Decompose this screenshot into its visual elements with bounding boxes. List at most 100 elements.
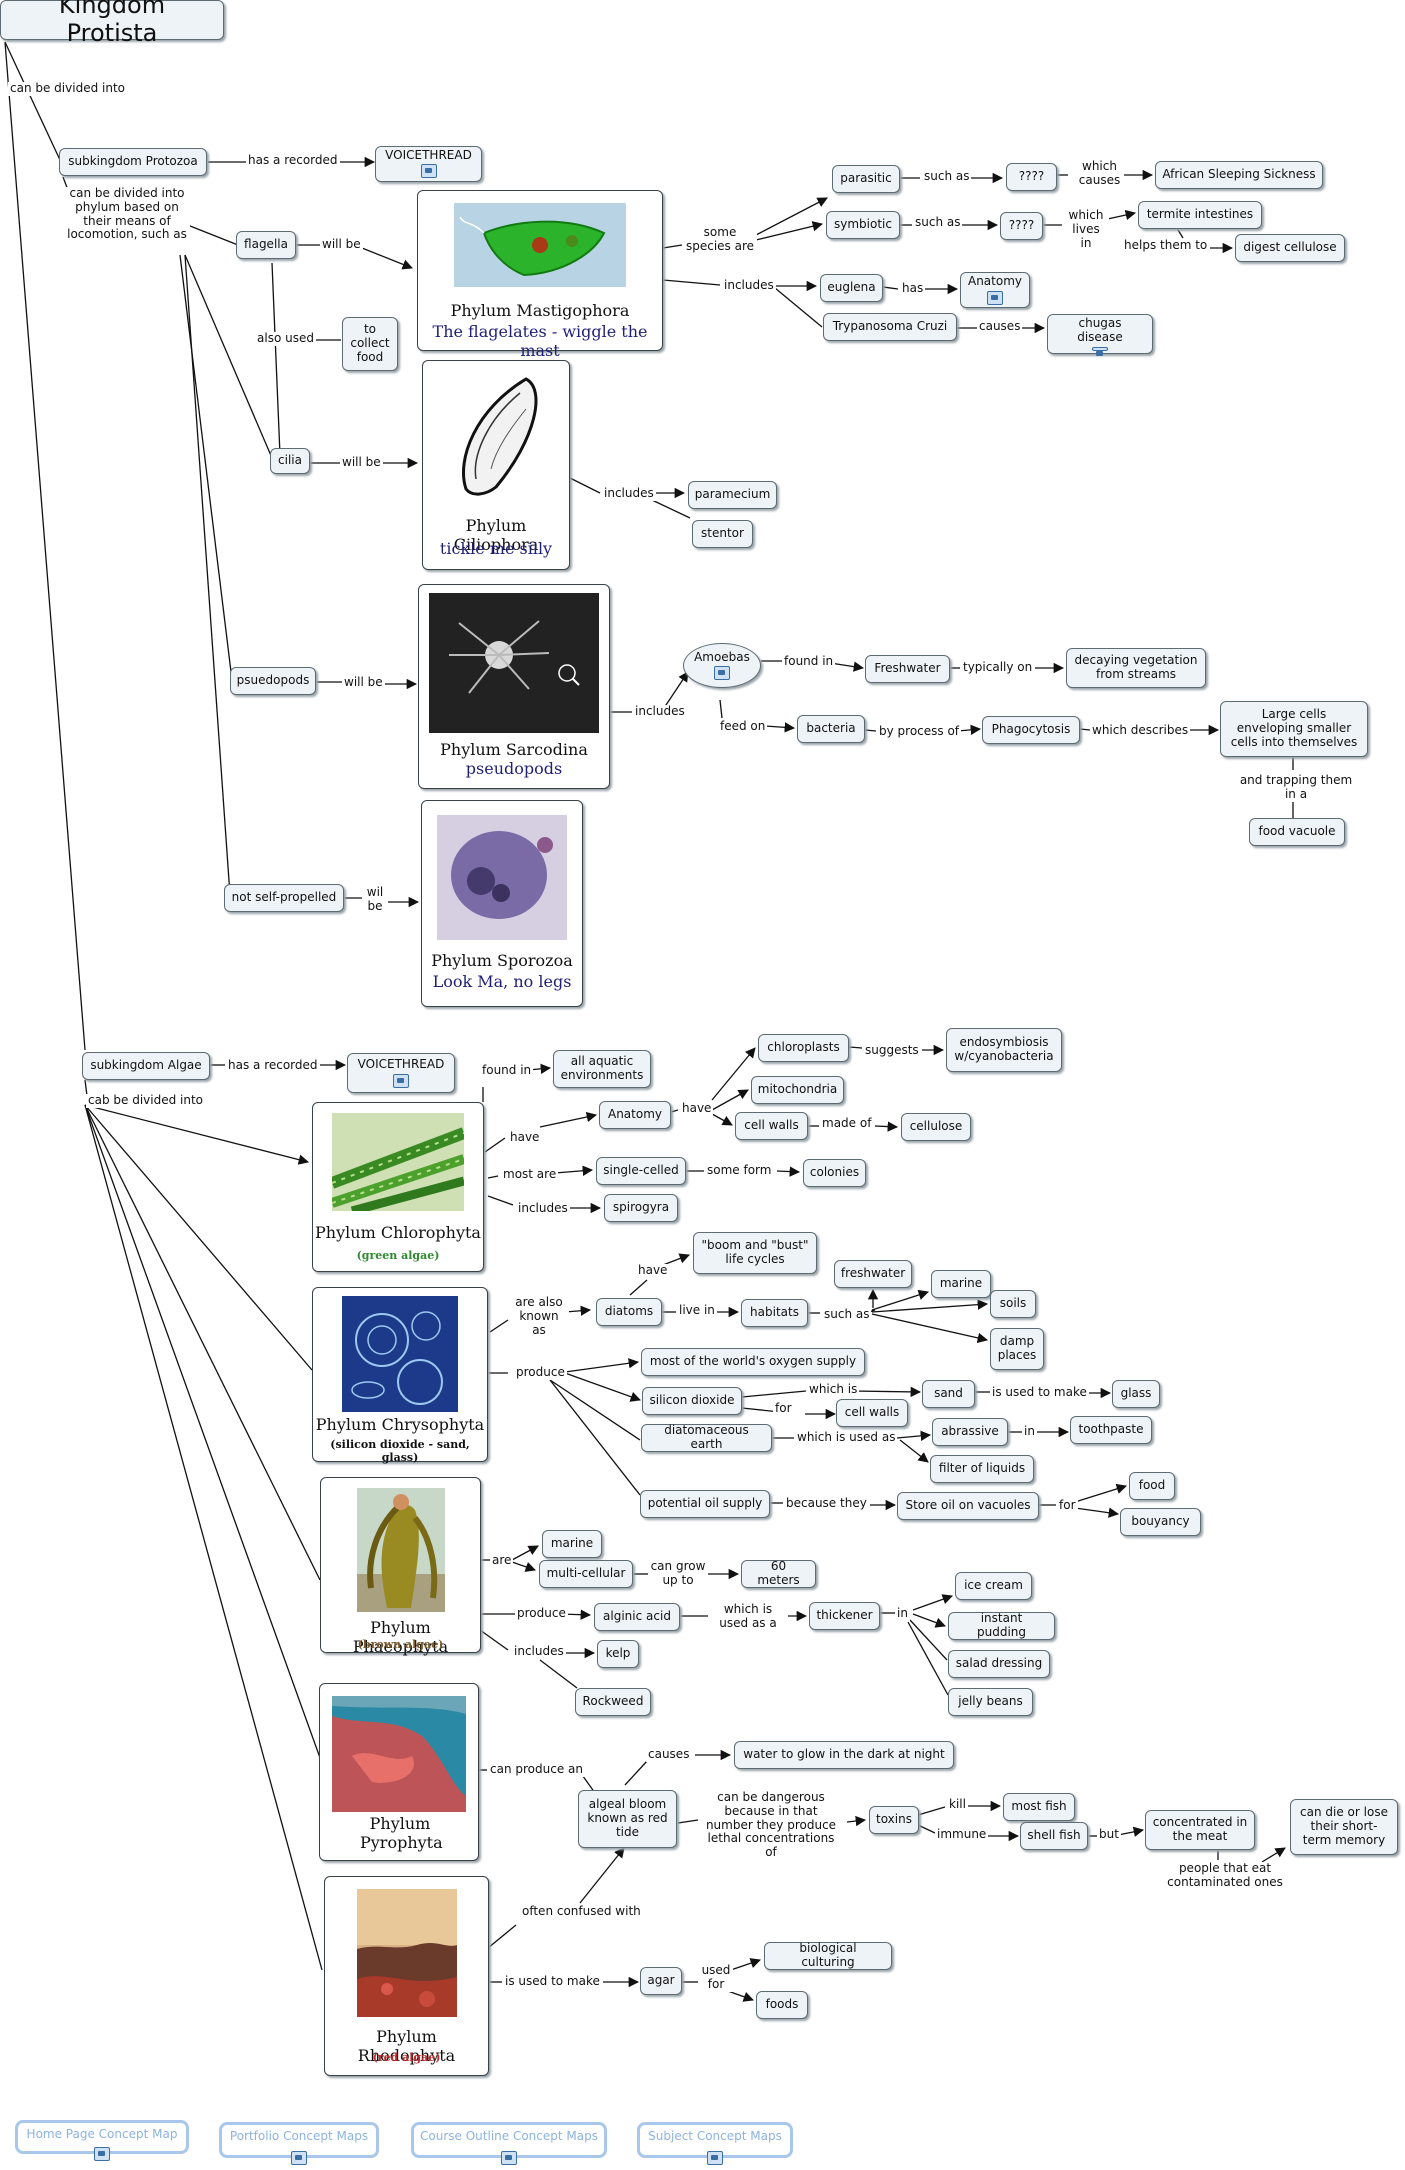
nav-course-outline-concept-maps[interactable]: Course Outline Concept Maps	[411, 2122, 607, 2165]
node-voicethread-2[interactable]: VOICETHREAD	[347, 1053, 455, 1093]
phylum-phaeophyta-card[interactable]: Phylum Phaeophyta (brown algae)	[320, 1477, 481, 1656]
node-anatomy-2[interactable]: Anatomy	[599, 1101, 671, 1129]
phylum-chlorophyta-card[interactable]: Phylum Chlorophyta (green algae)	[312, 1102, 484, 1272]
node-shell-fish[interactable]: shell fish	[1020, 1822, 1088, 1850]
phylum-ciliophora-card[interactable]: Phylum Ciliophora tickle me silly	[422, 360, 570, 570]
phylum-rhodophyta-card[interactable]: Phylum Rhodophyta (red algae)	[324, 1876, 489, 2076]
node-biological-culturing[interactable]: biological culturing	[764, 1941, 892, 1970]
node-rockweed[interactable]: Rockweed	[575, 1688, 651, 1716]
resource-icon[interactable]	[714, 666, 730, 681]
node-euglena[interactable]: euglena	[820, 274, 883, 302]
node-mitochondria[interactable]: mitochondria	[751, 1076, 844, 1104]
node-freshwater-2[interactable]: freshwater	[834, 1260, 912, 1288]
node-subkingdom-algae[interactable]: subkingdom Algae	[82, 1052, 210, 1080]
node-voicethread-1[interactable]: VOICETHREAD	[375, 146, 482, 182]
node-unknown-2[interactable]: ????	[1000, 212, 1043, 240]
node-parasitic[interactable]: parasitic	[832, 165, 900, 193]
node-bouyancy[interactable]: bouyancy	[1120, 1508, 1201, 1536]
node-most-fish[interactable]: most fish	[1003, 1793, 1075, 1821]
node-colonies[interactable]: colonies	[803, 1159, 866, 1187]
node-marine-2[interactable]: marine	[542, 1530, 602, 1558]
node-single-celled[interactable]: single-celled	[596, 1157, 686, 1185]
node-food-1[interactable]: food	[1129, 1472, 1175, 1500]
node-glass[interactable]: glass	[1112, 1380, 1160, 1408]
phylum-pyrophyta-card[interactable]: Phylum Pyrophyta	[319, 1683, 479, 1861]
node-to-collect-food[interactable]: to collect food	[342, 317, 398, 371]
concept-map-icon[interactable]	[291, 2151, 307, 2165]
node-store-oil[interactable]: Store oil on vacuoles	[897, 1492, 1039, 1520]
node-foods[interactable]: foods	[756, 1991, 808, 2019]
node-oxygen-supply[interactable]: most of the world's oxygen supply	[641, 1348, 865, 1376]
node-filter-liquids[interactable]: filter of liquids	[930, 1455, 1034, 1483]
phylum-sarcodina-card[interactable]: Phylum Sarcodina pseudopods	[418, 584, 610, 789]
node-african-sleeping-sickness[interactable]: African Sleeping Sickness	[1155, 161, 1323, 189]
node-termite-intestines[interactable]: termite intestines	[1138, 201, 1262, 229]
node-not-self-propelled[interactable]: not self-propelled	[224, 884, 344, 912]
node-potential-oil[interactable]: potential oil supply	[640, 1490, 770, 1518]
node-can-die[interactable]: can die or lose their short-term memory	[1290, 1799, 1398, 1855]
node-stentor[interactable]: stentor	[692, 520, 753, 548]
node-silicon-dioxide[interactable]: silicon dioxide	[642, 1387, 742, 1415]
phylum-chrysophyta-card[interactable]: Phylum Chrysophyta (silicon dioxide - sa…	[312, 1287, 488, 1464]
node-thickener[interactable]: thickener	[809, 1602, 880, 1630]
node-diatomaceous-earth[interactable]: diatomaceous earth	[641, 1423, 772, 1452]
node-toothpaste[interactable]: toothpaste	[1070, 1416, 1152, 1444]
node-alginic-acid[interactable]: alginic acid	[594, 1603, 680, 1631]
node-water-glow[interactable]: water to glow in the dark at night	[734, 1741, 954, 1769]
resource-icon[interactable]	[1092, 346, 1108, 357]
node-large-cells[interactable]: Large cells enveloping smaller cells int…	[1220, 701, 1368, 757]
node-cell-walls-1[interactable]: cell walls	[735, 1112, 808, 1140]
concept-map-icon[interactable]	[94, 2147, 110, 2161]
node-60-meters[interactable]: 60 meters	[741, 1559, 816, 1588]
node-toxins[interactable]: toxins	[869, 1806, 919, 1834]
node-unknown-1[interactable]: ????	[1006, 163, 1057, 191]
node-marine-1[interactable]: marine	[931, 1270, 991, 1298]
node-cilia[interactable]: cilia	[270, 448, 310, 474]
node-subkingdom-protozoa[interactable]: subkingdom Protozoa	[59, 148, 207, 176]
node-multi-cellular[interactable]: multi-cellular	[539, 1560, 633, 1588]
node-symbiotic[interactable]: symbiotic	[826, 211, 900, 239]
node-abrassive[interactable]: abrassive	[932, 1418, 1008, 1446]
node-chugas-disease[interactable]: chugas disease	[1047, 314, 1153, 357]
node-boom-bust[interactable]: "boom and "bust" life cycles	[693, 1232, 817, 1274]
node-concentrated[interactable]: concentrated in the meat	[1145, 1810, 1255, 1850]
node-soils[interactable]: soils	[990, 1290, 1036, 1318]
node-instant-pudding[interactable]: instant pudding	[948, 1611, 1055, 1640]
node-food-vacuole[interactable]: food vacuole	[1249, 818, 1345, 846]
node-decaying-vegetation[interactable]: decaying vegetation from streams	[1066, 648, 1206, 688]
node-digest-cellulose[interactable]: digest cellulose	[1235, 234, 1345, 262]
node-flagella[interactable]: flagella	[236, 231, 296, 259]
node-jelly-beans[interactable]: jelly beans	[948, 1688, 1033, 1716]
node-cell-walls-2[interactable]: cell walls	[836, 1399, 908, 1427]
node-anatomy-1[interactable]: Anatomy	[960, 272, 1030, 308]
node-paramecium[interactable]: paramecium	[688, 481, 777, 509]
node-chloroplasts[interactable]: chloroplasts	[758, 1034, 849, 1062]
node-kelp[interactable]: kelp	[597, 1640, 639, 1668]
node-cellulose[interactable]: cellulose	[901, 1113, 971, 1141]
node-damp-places[interactable]: damp places	[990, 1328, 1044, 1370]
node-trypanosoma-cruzi[interactable]: Trypanosoma Cruzi	[823, 313, 957, 341]
phylum-mastigophora-card[interactable]: Phylum Mastigophora The flagelates - wig…	[417, 190, 663, 360]
node-algeal-bloom[interactable]: algeal bloom known as red tide	[578, 1790, 677, 1848]
node-diatoms[interactable]: diatoms	[596, 1298, 662, 1326]
node-sand[interactable]: sand	[922, 1380, 975, 1408]
node-all-aquatic[interactable]: all aquatic environments	[553, 1050, 651, 1088]
resource-icon[interactable]	[393, 1073, 409, 1088]
node-freshwater-1[interactable]: Freshwater	[865, 655, 950, 683]
concept-map-icon[interactable]	[501, 2151, 517, 2165]
nav-portfolio-concept-maps[interactable]: Portfolio Concept Maps	[219, 2122, 379, 2165]
node-agar[interactable]: agar	[640, 1967, 682, 1995]
nav-home-page-concept-map[interactable]: Home Page Concept Map	[15, 2120, 189, 2161]
nav-subject-concept-maps[interactable]: Subject Concept Maps	[637, 2122, 793, 2165]
node-spirogyra[interactable]: spirogyra	[604, 1194, 678, 1222]
node-phagocytosis[interactable]: Phagocytosis	[982, 716, 1080, 744]
node-amoebas[interactable]: Amoebas	[683, 643, 761, 688]
node-endosymbiosis[interactable]: endosymbiosis w/cyanobacteria	[946, 1028, 1062, 1072]
node-pseudopods[interactable]: psuedopods	[230, 667, 316, 695]
image-resource-icon[interactable]	[987, 290, 1003, 305]
resource-icon[interactable]	[420, 164, 437, 179]
concept-map-icon[interactable]	[707, 2151, 723, 2165]
node-bacteria[interactable]: bacteria	[797, 715, 865, 743]
phylum-sporozoa-card[interactable]: Phylum Sporozoa Look Ma, no legs	[421, 800, 583, 1007]
node-salad-dressing[interactable]: salad dressing	[948, 1650, 1050, 1678]
